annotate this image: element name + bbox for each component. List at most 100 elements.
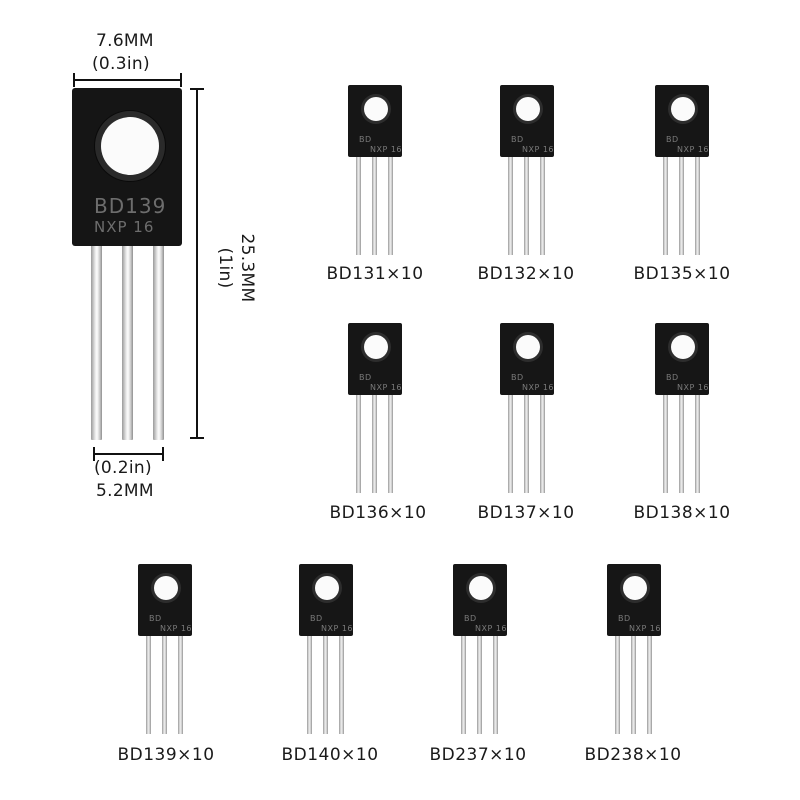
lead bbox=[461, 636, 466, 734]
item-label: BD140×10 bbox=[281, 745, 379, 765]
width-top-inch-label: (0.3in) bbox=[92, 54, 150, 74]
lead bbox=[178, 636, 183, 734]
marking-line1: BD bbox=[666, 135, 679, 144]
lead bbox=[524, 157, 529, 255]
marking-manufacturer: NXP 16 bbox=[94, 218, 155, 236]
lead bbox=[339, 636, 344, 734]
lead bbox=[162, 636, 167, 734]
mounting-hole bbox=[516, 335, 540, 359]
lead-right bbox=[153, 244, 164, 440]
width-bottom-right-cap bbox=[162, 447, 164, 461]
transistor-item: BD NXP 16 bbox=[348, 323, 402, 493]
lead bbox=[388, 157, 393, 255]
lead bbox=[508, 157, 513, 255]
lead-left bbox=[91, 244, 102, 440]
lead bbox=[540, 157, 545, 255]
lead bbox=[493, 636, 498, 734]
lead bbox=[477, 636, 482, 734]
lead bbox=[388, 395, 393, 493]
lead bbox=[647, 636, 652, 734]
marking-line2: NXP 16 bbox=[522, 383, 555, 392]
transistor-item: BD NXP 16 bbox=[138, 564, 192, 734]
lead bbox=[615, 636, 620, 734]
mounting-hole bbox=[315, 576, 339, 600]
mounting-hole bbox=[364, 335, 388, 359]
marking-line1: BD bbox=[511, 135, 524, 144]
transistor-item: BD NXP 16 bbox=[299, 564, 353, 734]
transistor-item: BD NXP 16 bbox=[453, 564, 507, 734]
marking-line1: BD bbox=[359, 135, 372, 144]
marking-line1: BD bbox=[666, 373, 679, 382]
lead bbox=[663, 157, 668, 255]
lead bbox=[508, 395, 513, 493]
lead bbox=[679, 395, 684, 493]
marking-line2: NXP 16 bbox=[677, 145, 710, 154]
marking-line2: NXP 16 bbox=[370, 383, 403, 392]
lead bbox=[146, 636, 151, 734]
marking-line1: BD bbox=[359, 373, 372, 382]
height-bottom-cap bbox=[190, 437, 204, 439]
transistor-item: BD NXP 16 bbox=[500, 323, 554, 493]
lead bbox=[372, 157, 377, 255]
transistor-item: BD NXP 16 bbox=[348, 85, 402, 255]
item-label: BD136×10 bbox=[329, 503, 427, 523]
lead bbox=[631, 636, 636, 734]
marking-line2: NXP 16 bbox=[321, 624, 354, 633]
marking-line2: NXP 16 bbox=[522, 145, 555, 154]
width-top-dimension-line bbox=[74, 79, 181, 81]
height-inch-label: (1in) bbox=[215, 247, 235, 289]
height-mm-label: 25.3MM bbox=[237, 233, 257, 303]
lead bbox=[663, 395, 668, 493]
marking-line2: NXP 16 bbox=[629, 624, 662, 633]
mounting-hole bbox=[516, 97, 540, 121]
lead bbox=[524, 395, 529, 493]
lead bbox=[679, 157, 684, 255]
item-label: BD137×10 bbox=[477, 503, 575, 523]
width-bottom-left-cap bbox=[93, 447, 95, 461]
item-label: BD132×10 bbox=[477, 264, 575, 284]
lead-middle bbox=[122, 244, 133, 440]
width-bottom-dimension-line bbox=[94, 453, 163, 455]
item-label: BD139×10 bbox=[117, 745, 215, 765]
item-label: BD131×10 bbox=[326, 264, 424, 284]
lead bbox=[356, 157, 361, 255]
marking-line1: BD bbox=[464, 614, 477, 623]
mounting-hole bbox=[364, 97, 388, 121]
marking-line1: BD bbox=[310, 614, 323, 623]
marking-line2: NXP 16 bbox=[160, 624, 193, 633]
item-label: BD138×10 bbox=[633, 503, 731, 523]
item-label: BD238×10 bbox=[584, 745, 682, 765]
mounting-hole bbox=[154, 576, 178, 600]
marking-line1: BD bbox=[149, 614, 162, 623]
mounting-hole bbox=[101, 117, 159, 175]
lead bbox=[372, 395, 377, 493]
marking-line2: NXP 16 bbox=[475, 624, 508, 633]
lead bbox=[540, 395, 545, 493]
mounting-hole bbox=[671, 97, 695, 121]
transistor-item: BD NXP 16 bbox=[500, 85, 554, 255]
mounting-hole bbox=[671, 335, 695, 359]
lead bbox=[307, 636, 312, 734]
width-top-left-cap bbox=[73, 73, 75, 87]
width-top-right-cap bbox=[180, 73, 182, 87]
marking-line1: BD bbox=[511, 373, 524, 382]
mounting-hole bbox=[469, 576, 493, 600]
height-dimension-line bbox=[196, 88, 198, 438]
width-top-label: 7.6MM bbox=[96, 31, 154, 51]
transistor-item: BD NXP 16 bbox=[655, 323, 709, 493]
marking-line2: NXP 16 bbox=[370, 145, 403, 154]
width-bottom-label: 5.2MM bbox=[96, 481, 154, 501]
transistor-item: BD NXP 16 bbox=[655, 85, 709, 255]
item-label: BD237×10 bbox=[429, 745, 527, 765]
height-label: 25.3MM (1in) bbox=[214, 234, 258, 303]
mounting-hole bbox=[623, 576, 647, 600]
item-label: BD135×10 bbox=[633, 264, 731, 284]
height-top-cap bbox=[190, 88, 204, 90]
marking-part-number: BD139 bbox=[94, 194, 167, 218]
marking-line1: BD bbox=[618, 614, 631, 623]
lead bbox=[323, 636, 328, 734]
lead bbox=[695, 157, 700, 255]
lead bbox=[695, 395, 700, 493]
lead bbox=[356, 395, 361, 493]
transistor-item: BD NXP 16 bbox=[607, 564, 661, 734]
